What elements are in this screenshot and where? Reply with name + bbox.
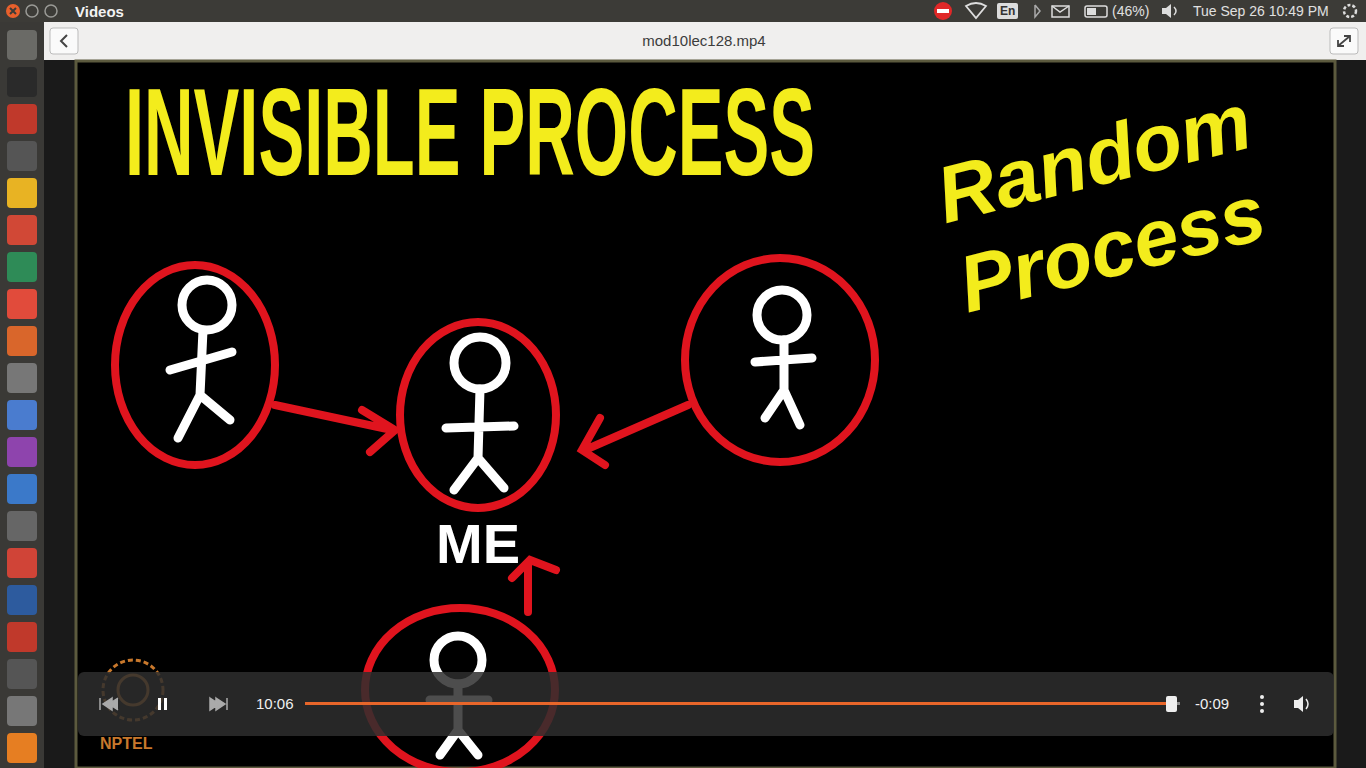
keyboard-indicator: En: [997, 3, 1018, 19]
launcher-icon: [7, 67, 37, 97]
clock: Tue Sep 26 10:49 PM: [1193, 3, 1329, 19]
launcher-icon: [7, 326, 37, 356]
launcher-icon: [7, 104, 37, 134]
launcher-icon: [7, 437, 37, 467]
launcher-icon: [7, 178, 37, 208]
launcher-icon: [7, 474, 37, 504]
launcher-icon: [7, 400, 37, 430]
launcher-icon: [7, 622, 37, 652]
node-label: ME: [396, 516, 560, 572]
launcher-icon: [7, 733, 37, 763]
person-circle: ME: [396, 318, 560, 576]
launcher-icon: [7, 548, 37, 578]
watermark: NPTEL: [100, 735, 152, 753]
window-title: mod10lec128.mp4: [554, 32, 854, 49]
circle-outline: [396, 318, 560, 518]
launcher-icon: [7, 30, 37, 60]
hand-title: INVISIBLE PROCESS: [125, 70, 815, 195]
launcher-icon: [7, 252, 37, 282]
app-name: Videos: [75, 3, 124, 20]
launcher-icon: [7, 511, 37, 541]
launcher-icon: [7, 215, 37, 245]
battery-percent: (46%): [1112, 3, 1149, 19]
launcher-icon: [7, 141, 37, 171]
launcher-icon: [7, 289, 37, 319]
launcher-icon: [7, 585, 37, 615]
launcher-icon: [7, 363, 37, 393]
elapsed-time: 10:06: [256, 695, 294, 712]
launcher-icon: [7, 659, 37, 689]
launcher-icon: [7, 696, 37, 726]
remaining-time: -0:09: [1195, 695, 1229, 712]
